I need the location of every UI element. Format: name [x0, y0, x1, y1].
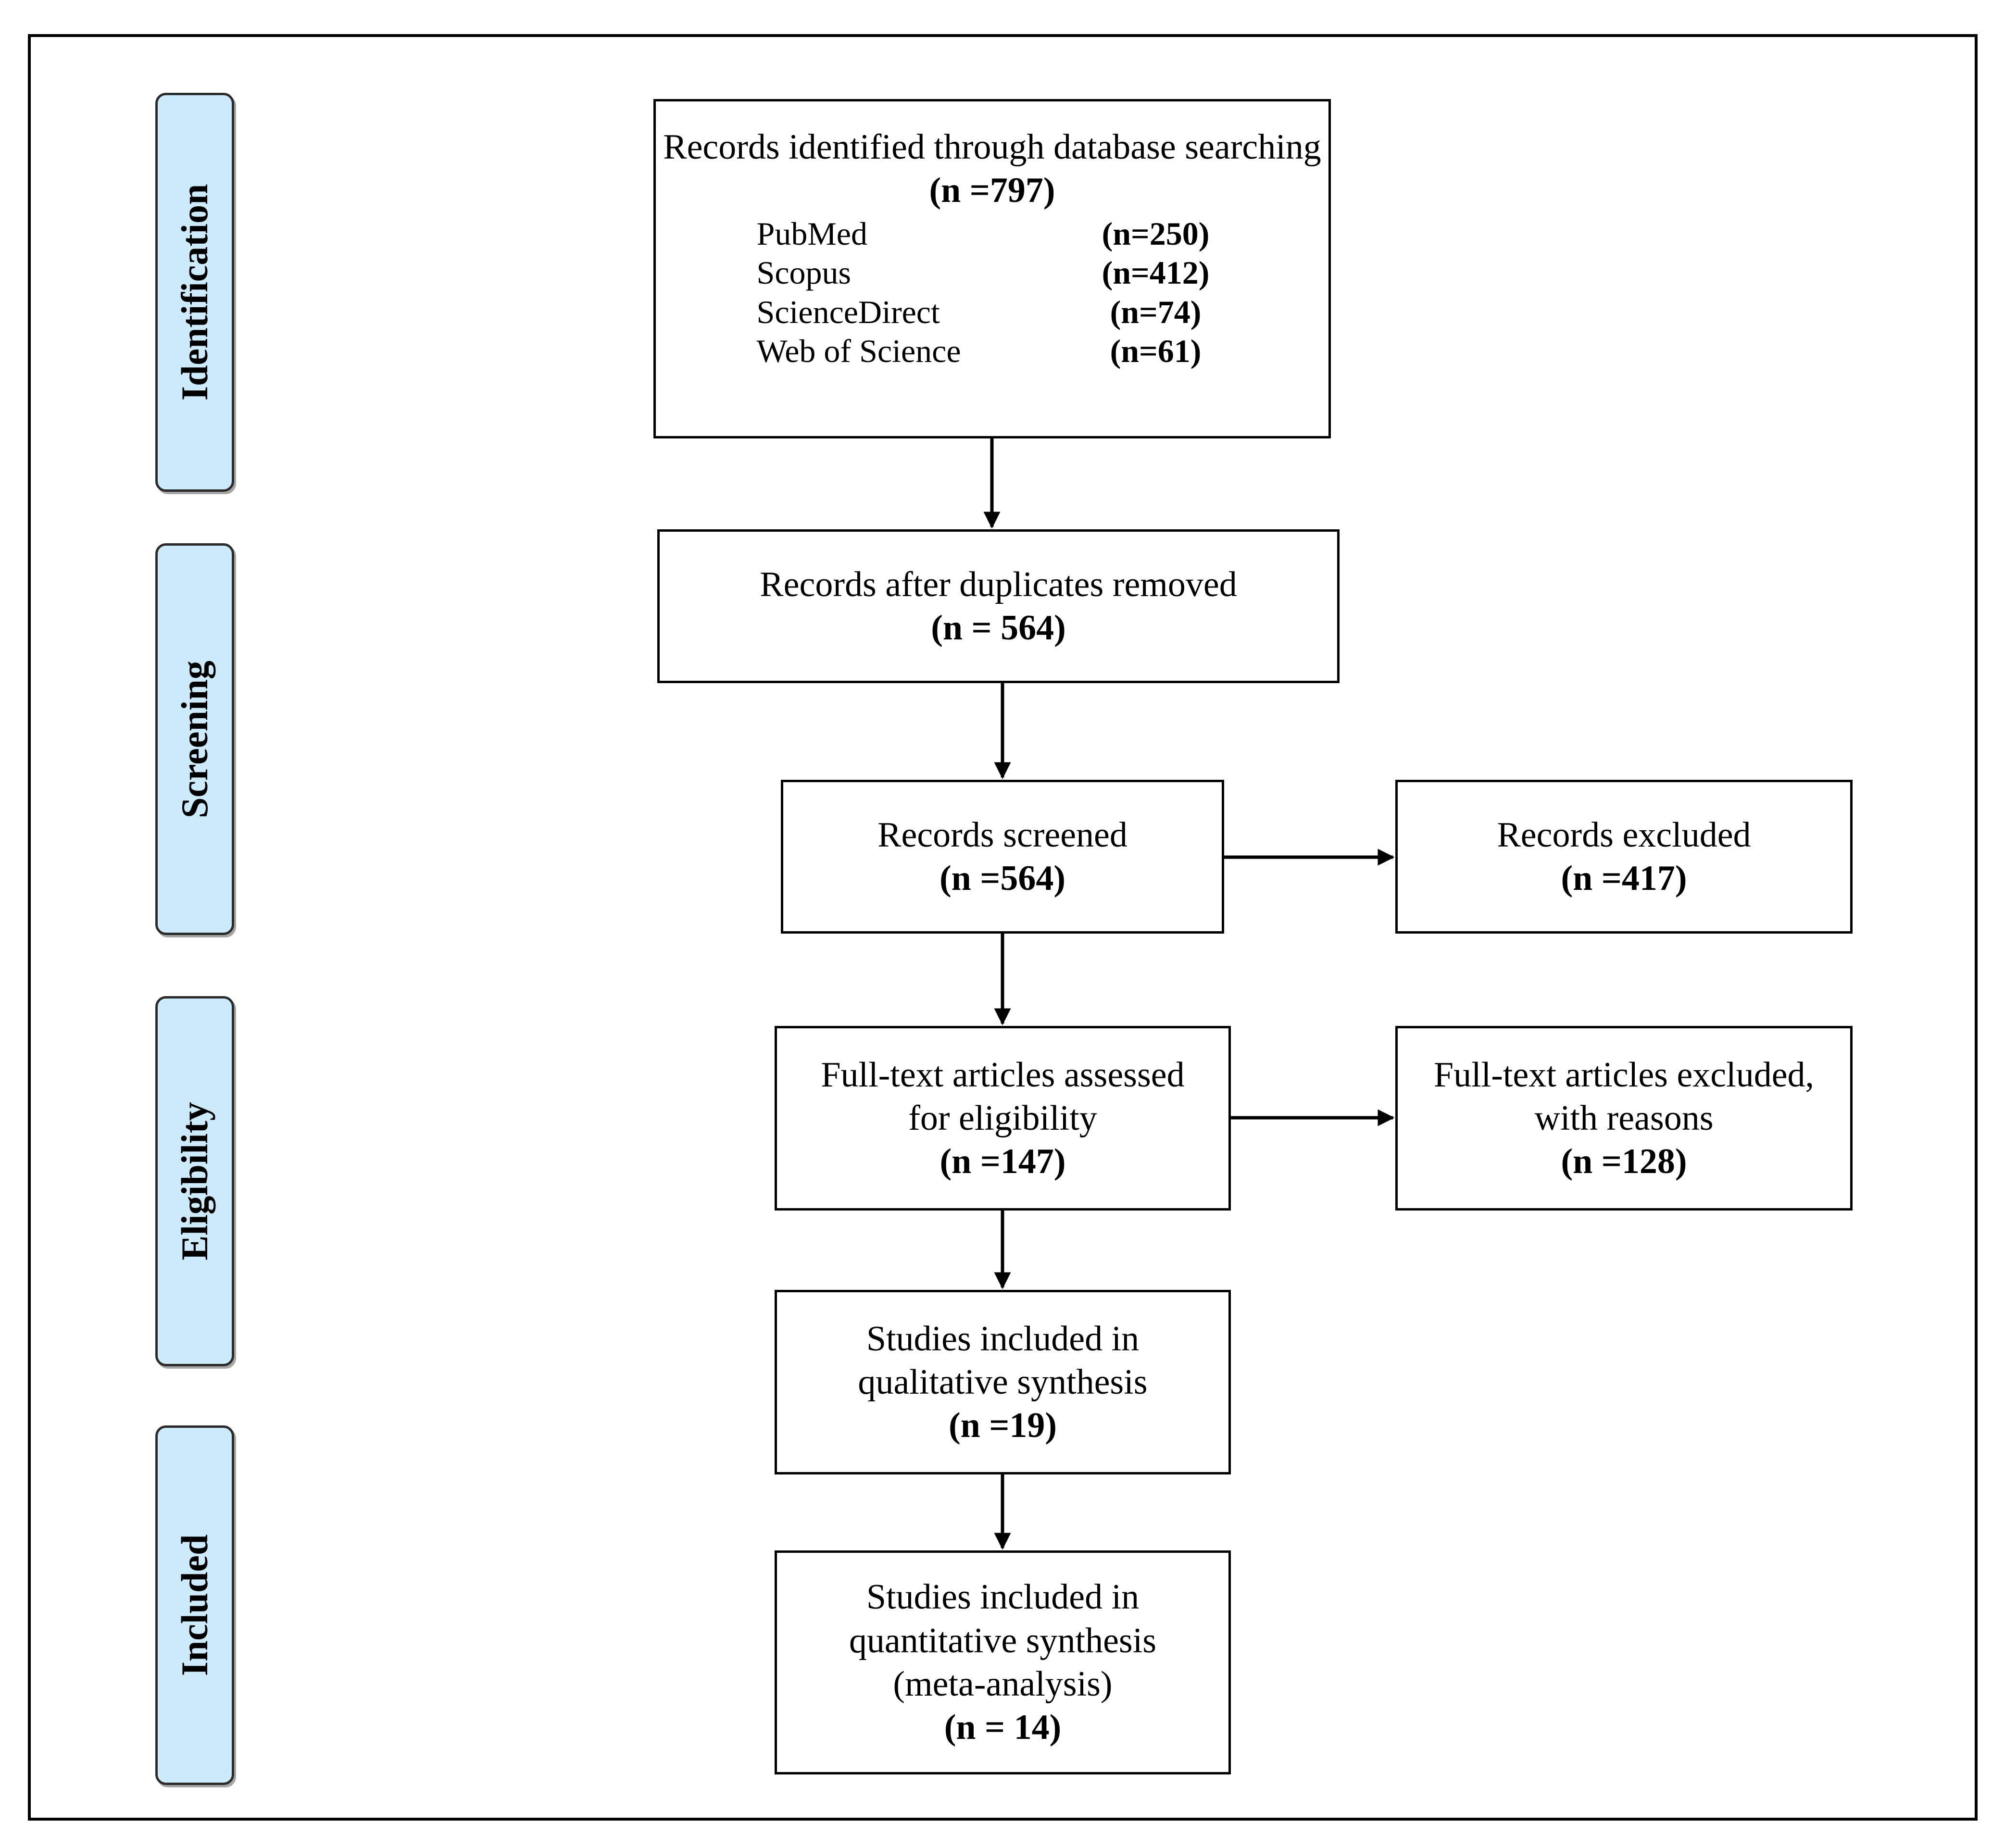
identified-records-box: Records identified through database sear… [653, 99, 1331, 438]
qualitative-line1: Studies included in [866, 1319, 1140, 1359]
stage-screening: Screening [155, 543, 234, 935]
source-count: (n=61) [1110, 333, 1202, 370]
after-duplicates-box: Records after duplicates removed (n = 56… [657, 529, 1340, 683]
stage-included: Included [155, 1425, 234, 1785]
qualitative-line2: qualitative synthesis [858, 1362, 1148, 1402]
stage-eligibility: Eligibility [155, 996, 234, 1366]
identified-count: (n =797) [929, 171, 1055, 211]
source-name: Web of Science [756, 333, 961, 370]
source-count: (n=412) [1102, 254, 1210, 291]
source-name: PubMed [756, 215, 867, 252]
source-name: Scopus [756, 254, 851, 291]
records-excluded-label: Records excluded [1497, 815, 1751, 855]
identified-label: Records identified through database sear… [663, 127, 1321, 167]
quantitative-line1: Studies included in [866, 1577, 1140, 1617]
qualitative-count: (n =19) [948, 1406, 1057, 1446]
qualitative-synthesis-box: Studies included in qualitative synthesi… [775, 1290, 1231, 1474]
quantitative-line2: quantitative synthesis [849, 1621, 1157, 1661]
fulltext-excluded-box: Full-text articles excluded, with reason… [1395, 1026, 1853, 1211]
figure-frame [28, 34, 1978, 1821]
source-count: (n=74) [1110, 293, 1202, 330]
source-list: PubMed (n=250) Scopus (n=412) ScienceDir… [757, 214, 1228, 371]
after-duplicates-label: Records after duplicates removed [760, 564, 1237, 604]
records-screened-count: (n =564) [939, 859, 1066, 898]
fulltext-excluded-line1: Full-text articles excluded, [1433, 1055, 1815, 1095]
records-screened-box: Records screened (n =564) [781, 780, 1224, 934]
records-excluded-count: (n =417) [1561, 859, 1687, 898]
fulltext-excluded-line2: with reasons [1534, 1098, 1714, 1138]
after-duplicates-count: (n = 564) [931, 608, 1066, 648]
fulltext-assessed-box: Full-text articles assessed for eligibil… [775, 1026, 1231, 1211]
source-name: ScienceDirect [756, 293, 940, 330]
fulltext-excluded-count: (n =128) [1561, 1142, 1687, 1182]
fulltext-assessed-line2: for eligibility [908, 1098, 1097, 1138]
records-excluded-box: Records excluded (n =417) [1395, 780, 1853, 934]
quantitative-line3: (meta-analysis) [893, 1664, 1113, 1704]
fulltext-assessed-count: (n =147) [940, 1142, 1066, 1182]
records-screened-label: Records screened [877, 815, 1128, 855]
stage-identification: Identification [155, 93, 234, 492]
quantitative-count: (n = 14) [944, 1708, 1062, 1748]
fulltext-assessed-line1: Full-text articles assessed [821, 1055, 1185, 1095]
source-count: (n=250) [1102, 215, 1210, 252]
quantitative-synthesis-box: Studies included in quantitative synthes… [775, 1550, 1231, 1774]
